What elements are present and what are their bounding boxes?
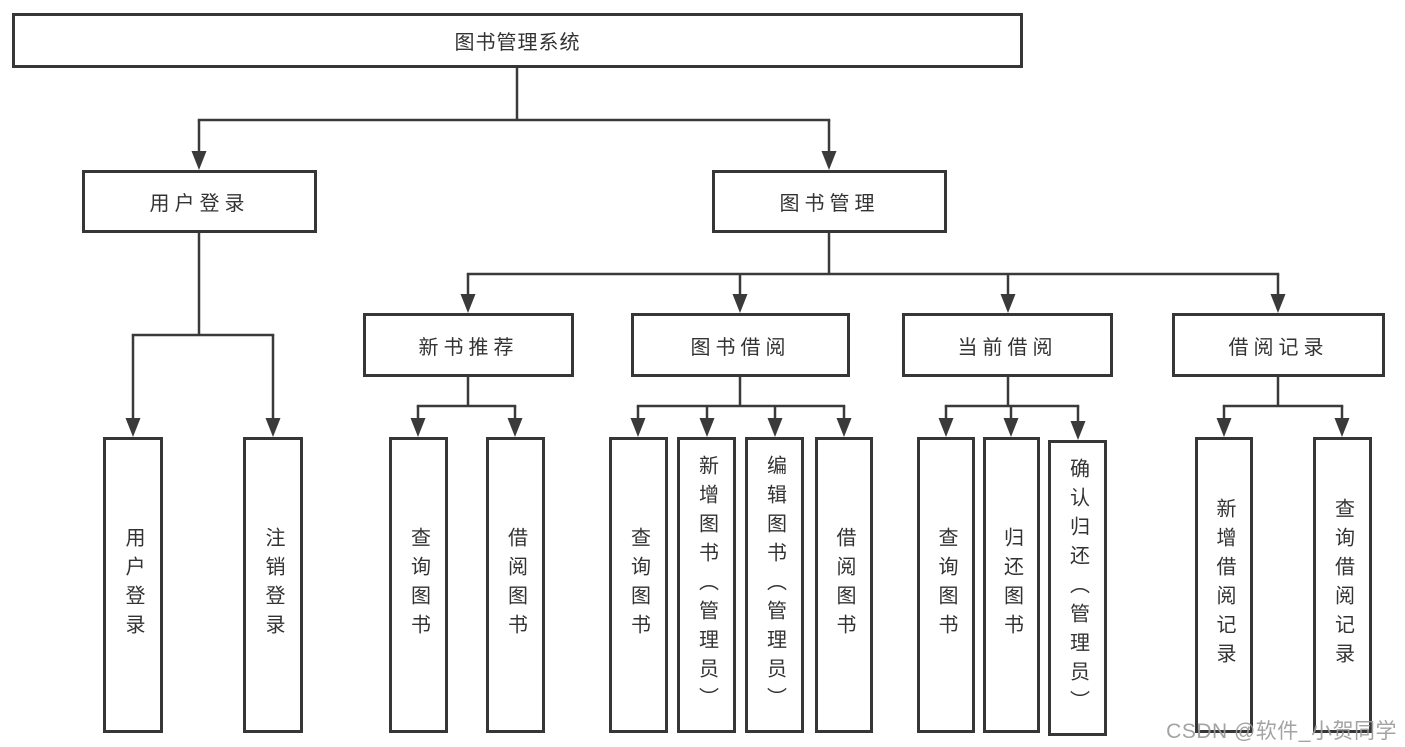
node-label: 当前借阅 [957,336,1058,359]
leaf-label: 借阅图书 [833,527,855,643]
leaf-confirm-return-admin: 确认归还（管理员） [1048,440,1107,736]
node-book-management: 图书管理 [712,170,947,233]
node-label: 新书推荐 [418,336,519,359]
leaf-add-book-admin: 新增图书（管理员） [677,437,736,733]
leaf-label: 查询图书 [935,527,957,643]
leaf-query-borrow-record: 查询借阅记录 [1313,437,1372,733]
connector-current-borrowing-to-leaves [938,377,1086,440]
leaf-label: 查询图书 [407,527,430,643]
leaf-add-borrow-record: 新增借阅记录 [1195,437,1253,733]
leaf-edit-book-admin: 编辑图书（管理员） [745,437,804,733]
node-label: 图书借阅 [690,336,791,359]
leaf-query-books-current: 查询图书 [917,437,975,733]
leaf-label: 查询借阅记录 [1331,498,1354,672]
leaf-label: 借阅图书 [504,527,527,643]
leaf-borrow-books-recommend: 借阅图书 [486,437,545,733]
leaf-label: 新增借阅记录 [1213,498,1235,672]
leaf-query-books-recommend: 查询图书 [389,437,448,733]
leaf-logout: 注销登录 [243,437,303,733]
leaf-query-books-borrowing: 查询图书 [609,437,668,733]
leaf-label: 用户登录 [122,527,144,643]
node-user-login: 用户登录 [82,170,317,233]
node-book-borrowing: 图书借阅 [631,313,850,377]
leaf-label: 新增图书（管理员） [695,454,718,716]
connector-user-login-to-leaves [125,233,281,437]
leaf-borrow-books-borrowing: 借阅图书 [815,437,873,733]
node-label: 图书管理 [779,193,880,215]
connector-new-book-recommend-to-leaves [410,377,523,437]
leaf-label: 注销登录 [262,527,284,643]
leaf-label: 确认归还（管理员） [1066,457,1089,719]
connector-root-to-level2 [191,68,837,170]
node-new-book-recommend: 新书推荐 [363,313,574,377]
connector-book-management-to-level3 [460,233,1286,313]
leaf-user-login: 用户登录 [103,437,163,733]
node-label: 图书管理系统 [454,32,581,54]
leaf-label: 归还图书 [1000,527,1023,643]
connector-borrowing-records-to-leaves [1216,377,1350,437]
node-library-management-system: 图书管理系统 [12,13,1023,68]
node-label: 借阅记录 [1228,336,1329,359]
csdn-watermark: CSDN @软件_小贺同学 [1166,720,1397,743]
node-current-borrowing: 当前借阅 [902,313,1113,377]
leaf-return-books: 归还图书 [983,437,1040,733]
leaf-label: 查询图书 [627,527,650,643]
node-label: 用户登录 [149,193,250,215]
leaf-label: 编辑图书（管理员） [763,454,786,716]
connector-book-borrowing-to-leaves [630,377,852,437]
node-borrowing-records: 借阅记录 [1172,313,1385,377]
